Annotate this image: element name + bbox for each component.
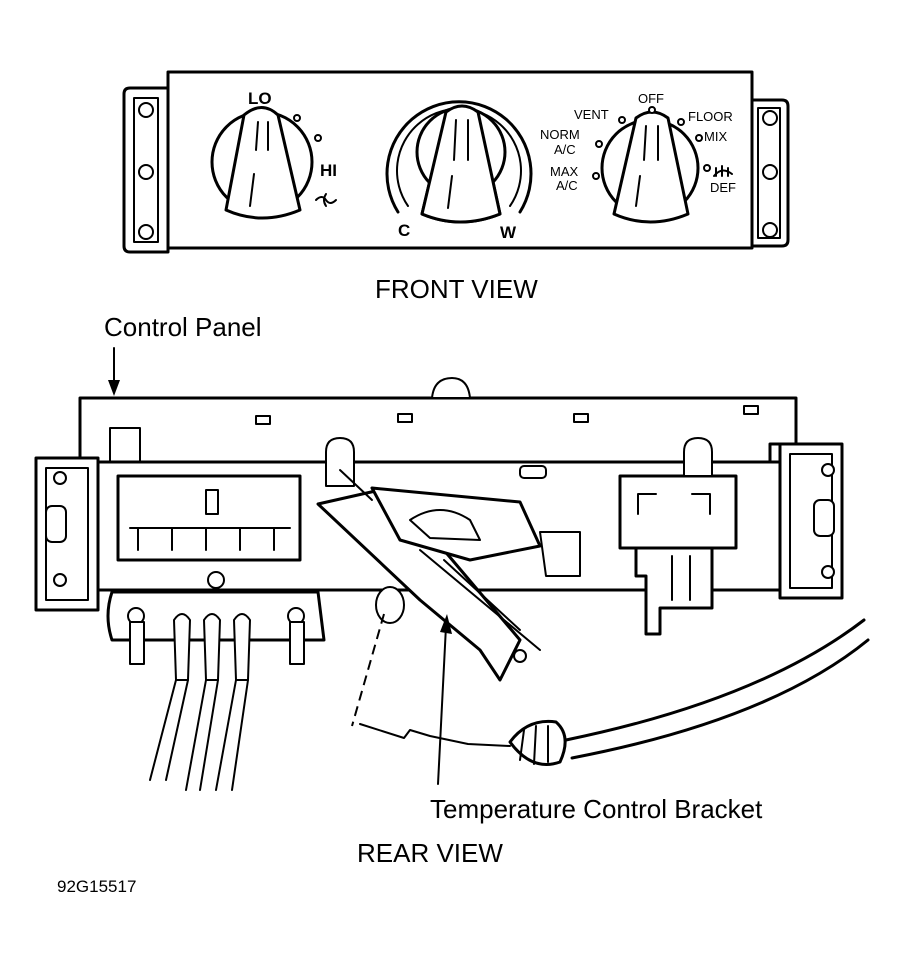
mode-floor-label: FLOOR: [688, 109, 733, 124]
fan-high-label: HI: [320, 161, 337, 180]
control-panel-callout: Control Panel: [104, 312, 262, 342]
mode-norm-ac-label: A/C: [554, 142, 576, 157]
fan-low-label: LO: [248, 89, 272, 108]
mode-def-label: DEF: [710, 180, 736, 195]
mode-switch-block: [618, 437, 738, 636]
left-mounting-ear: [122, 86, 170, 254]
temp-cold-label: C: [398, 221, 410, 240]
front-view-panel: LO HI C W OFF VENT: [122, 70, 790, 254]
wire-harness: [149, 613, 251, 791]
rear-view-caption: REAR VIEW: [357, 838, 503, 868]
temp-warm-label: W: [500, 223, 517, 242]
control-panel-arrow: [108, 347, 120, 396]
rear-view-assembly: [34, 377, 870, 791]
right-mounting-ear: [750, 98, 790, 248]
rear-left-bracket: [34, 456, 100, 612]
fan-icon: [315, 193, 337, 207]
temperature-knob[interactable]: C W: [385, 100, 533, 242]
temperature-cable: [359, 618, 870, 766]
mode-mix-label: MIX: [704, 129, 727, 144]
mode-off-label: OFF: [638, 91, 664, 106]
temperature-lever-assembly: [316, 437, 581, 682]
temp-bracket-arrow: [437, 614, 452, 785]
mode-max-label: MAX: [550, 164, 579, 179]
figure-id: 92G15517: [57, 877, 136, 896]
mode-vent-label: VENT: [574, 107, 609, 122]
rear-right-bracket: [778, 442, 844, 600]
mode-max-ac-label: A/C: [556, 178, 578, 193]
mode-knob[interactable]: OFF VENT NORM A/C MAX A/C FLOOR MIX DEF: [540, 91, 736, 224]
front-view-caption: FRONT VIEW: [375, 274, 538, 304]
hidden-line: [351, 613, 385, 727]
temp-bracket-callout: Temperature Control Bracket: [430, 794, 763, 824]
defrost-icon: [713, 165, 733, 177]
fan-speed-knob[interactable]: LO HI: [210, 89, 337, 220]
mode-norm-label: NORM: [540, 127, 580, 142]
